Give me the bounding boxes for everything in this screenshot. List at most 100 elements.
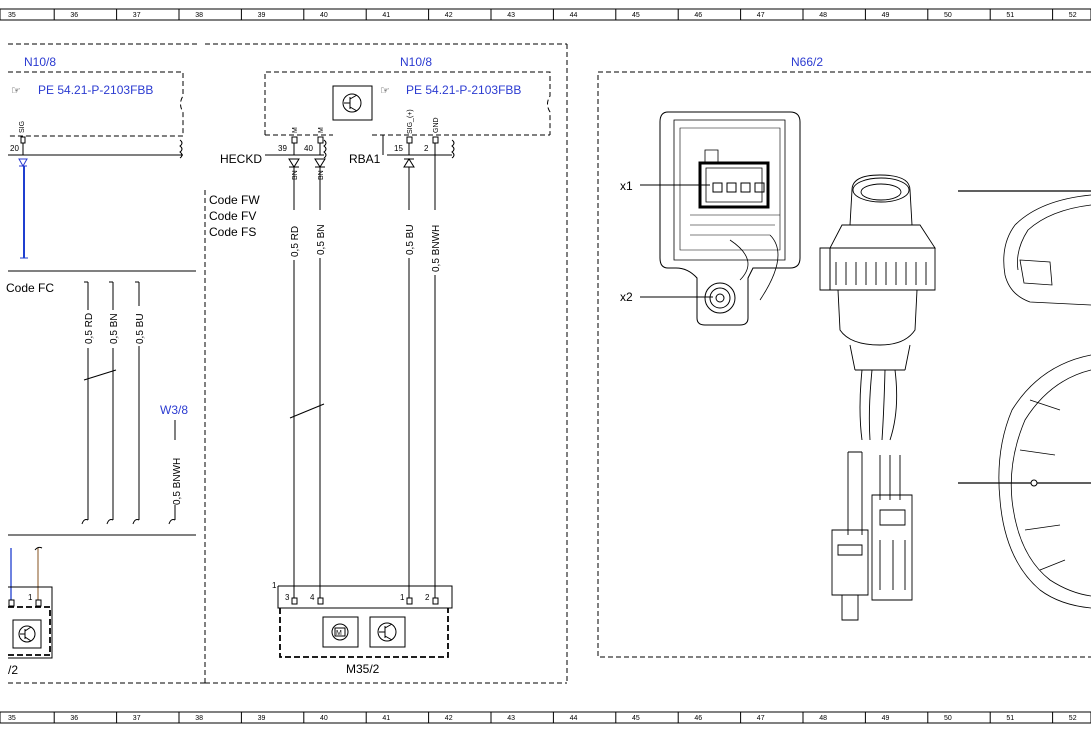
svg-text:0,5 BN: 0,5 BN	[316, 224, 327, 255]
bottom-ruler-number: 39	[258, 715, 266, 722]
code-fw: Code FW	[209, 193, 260, 207]
center-wire-labels: 0,5 RD 0,5 BN 0,5 BU 0,5 BNWH	[290, 224, 442, 272]
bottom-ruler-number: 46	[694, 715, 702, 722]
label-heckd: HECKD	[220, 152, 262, 166]
left-module-pin-signal: SIG	[19, 121, 26, 133]
code-fv: Code FV	[209, 209, 256, 223]
left-module-ref: PE 54.21-P-2103FBB	[38, 83, 153, 97]
center-module-ref: PE 54.21-P-2103FBB	[406, 83, 521, 97]
top-ruler-number: 38	[195, 12, 203, 19]
code-fs: Code FS	[209, 225, 256, 239]
bottom-ruler-number: 36	[70, 715, 78, 722]
w38-wire: 0,5 BNWH	[168, 420, 183, 525]
top-ruler-number: 42	[445, 12, 453, 19]
svg-text:0,5 BU: 0,5 BU	[135, 313, 146, 344]
left-pin-number: 20	[10, 144, 19, 153]
top-ruler-number: 52	[1069, 12, 1077, 19]
left-bottom-pin: 1	[28, 593, 33, 602]
center-wire-mark-2: BN	[318, 170, 325, 180]
vehicle-rear-illustration	[998, 194, 1091, 609]
center-pins: 39 40 15 2 M M SIG_(+) GND	[278, 109, 440, 155]
svg-text:x1: x1	[620, 179, 633, 193]
bottom-ruler-number: 38	[195, 715, 203, 722]
camera-illustration	[819, 174, 936, 621]
left-bottom-name: /2	[8, 663, 18, 677]
left-module-name: N10/8	[24, 55, 56, 69]
left-module-ref-link[interactable]: ☞ PE 54.21-P-2103FBB	[11, 83, 153, 97]
svg-text:2: 2	[424, 144, 429, 153]
bottom-ruler-number: 50	[944, 715, 952, 722]
left-wire-labels-top: 0,5 RD 0,5 BN 0,5 BU	[84, 313, 146, 344]
left-module-pin: 20	[8, 136, 183, 168]
bottom-ruler-number: 40	[320, 715, 328, 722]
top-ruler-number: 48	[819, 12, 827, 19]
svg-text:0,5 RD: 0,5 RD	[84, 313, 95, 344]
bottom-ruler-number: 48	[819, 715, 827, 722]
center-wires	[289, 155, 436, 598]
bottom-ruler-number: 42	[445, 715, 453, 722]
top-ruler-number: 49	[882, 12, 890, 19]
top-ruler-number: 46	[694, 12, 702, 19]
svg-text:2: 2	[425, 593, 430, 602]
svg-text:x2: x2	[620, 290, 633, 304]
bottom-ruler-number: 45	[632, 715, 640, 722]
m352-name: M35/2	[346, 662, 380, 676]
code-fc-label: Code FC	[6, 281, 54, 295]
svg-text:M: M	[336, 630, 342, 637]
m352-module: 1 3 4 1 2 M35/2	[272, 581, 453, 676]
callout-x1: x1	[620, 179, 710, 193]
bottom-ruler-number: 43	[507, 715, 515, 722]
center-wire-arrows	[288, 158, 415, 168]
bottom-ruler-number: 41	[382, 715, 390, 722]
bottom-ruler-number: 47	[757, 715, 765, 722]
svg-text:40: 40	[304, 144, 313, 153]
bottom-ruler: 35 36 37 38 39 40 41 42 43 44 45 46 47 48 49 50 51 52	[0, 711, 1091, 724]
top-ruler-number: 39	[258, 12, 266, 19]
label-rba1: RBA1	[349, 152, 381, 166]
top-ruler-number: 44	[570, 12, 578, 19]
w38-wire-label: 0,5 BNWH	[172, 458, 183, 505]
bottom-ruler-number: 37	[133, 715, 141, 722]
top-ruler-number: 36	[70, 12, 78, 19]
top-ruler-number: 50	[944, 12, 952, 19]
bottom-ruler-number: 51	[1006, 715, 1014, 722]
center-frame	[204, 43, 568, 684]
svg-text:0,5 RD: 0,5 RD	[290, 226, 301, 257]
svg-text:0,5 BU: 0,5 BU	[405, 224, 416, 255]
svg-text:M: M	[318, 127, 325, 133]
svg-text:0,5 BNWH: 0,5 BNWH	[431, 225, 442, 272]
bottom-ruler-number: 35	[8, 715, 16, 722]
top-ruler-number: 37	[133, 12, 141, 19]
center-wire-mark-1: BN	[292, 170, 299, 180]
svg-text:GND: GND	[433, 117, 440, 133]
m352-transistor-icon	[369, 616, 406, 648]
top-ruler-number: 35	[8, 12, 16, 19]
connector-housing-illustration	[659, 111, 801, 326]
top-ruler-number: 51	[1006, 12, 1014, 19]
svg-text:15: 15	[394, 144, 403, 153]
svg-text:0,5 BN: 0,5 BN	[109, 313, 120, 344]
center-module-ref-link[interactable]: ☞ PE 54.21-P-2103FBB	[380, 83, 521, 97]
center-module-name: N10/8	[400, 55, 432, 69]
top-ruler-number: 47	[757, 12, 765, 19]
motor-icon: M	[322, 616, 359, 648]
center-transistor-icon	[342, 93, 362, 113]
top-ruler-number: 41	[382, 12, 390, 19]
ref-hand-icon: ☞	[380, 85, 390, 97]
bottom-ruler-number: 49	[882, 715, 890, 722]
bottom-ruler-number: 44	[570, 715, 578, 722]
top-ruler-number: 45	[632, 12, 640, 19]
transistor-icon	[12, 619, 42, 649]
svg-text:M: M	[292, 127, 299, 133]
callout-x2: x2	[620, 290, 713, 304]
ref-hand-icon: ☞	[11, 85, 21, 97]
w38-name: W3/8	[160, 403, 188, 417]
svg-text:3: 3	[285, 593, 290, 602]
left-bottom-module: 1 /2	[8, 546, 53, 677]
top-ruler-number: 40	[320, 12, 328, 19]
callout-dot	[1030, 479, 1038, 487]
bottom-ruler-number: 52	[1069, 715, 1077, 722]
